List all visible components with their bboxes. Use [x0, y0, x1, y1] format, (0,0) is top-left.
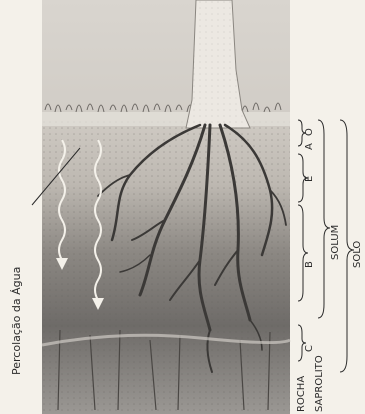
horizon-o-label: O	[304, 128, 315, 136]
solum-label: SOLUM	[330, 225, 341, 260]
horizon-brackets	[298, 120, 354, 372]
horizon-c-label: C	[304, 345, 315, 352]
soil-texture	[42, 120, 290, 414]
topsoil-band	[42, 112, 290, 126]
saprolito-label: SAPROLITO	[314, 355, 325, 412]
percolation-label: Percolação da Água	[10, 267, 23, 375]
rocha-label: ROCHA	[296, 376, 307, 412]
horizon-a-label: A	[304, 143, 315, 150]
horizon-e-label: E	[304, 176, 315, 182]
horizon-b-label: B	[304, 261, 315, 268]
solo-label: SOLO	[352, 241, 363, 268]
